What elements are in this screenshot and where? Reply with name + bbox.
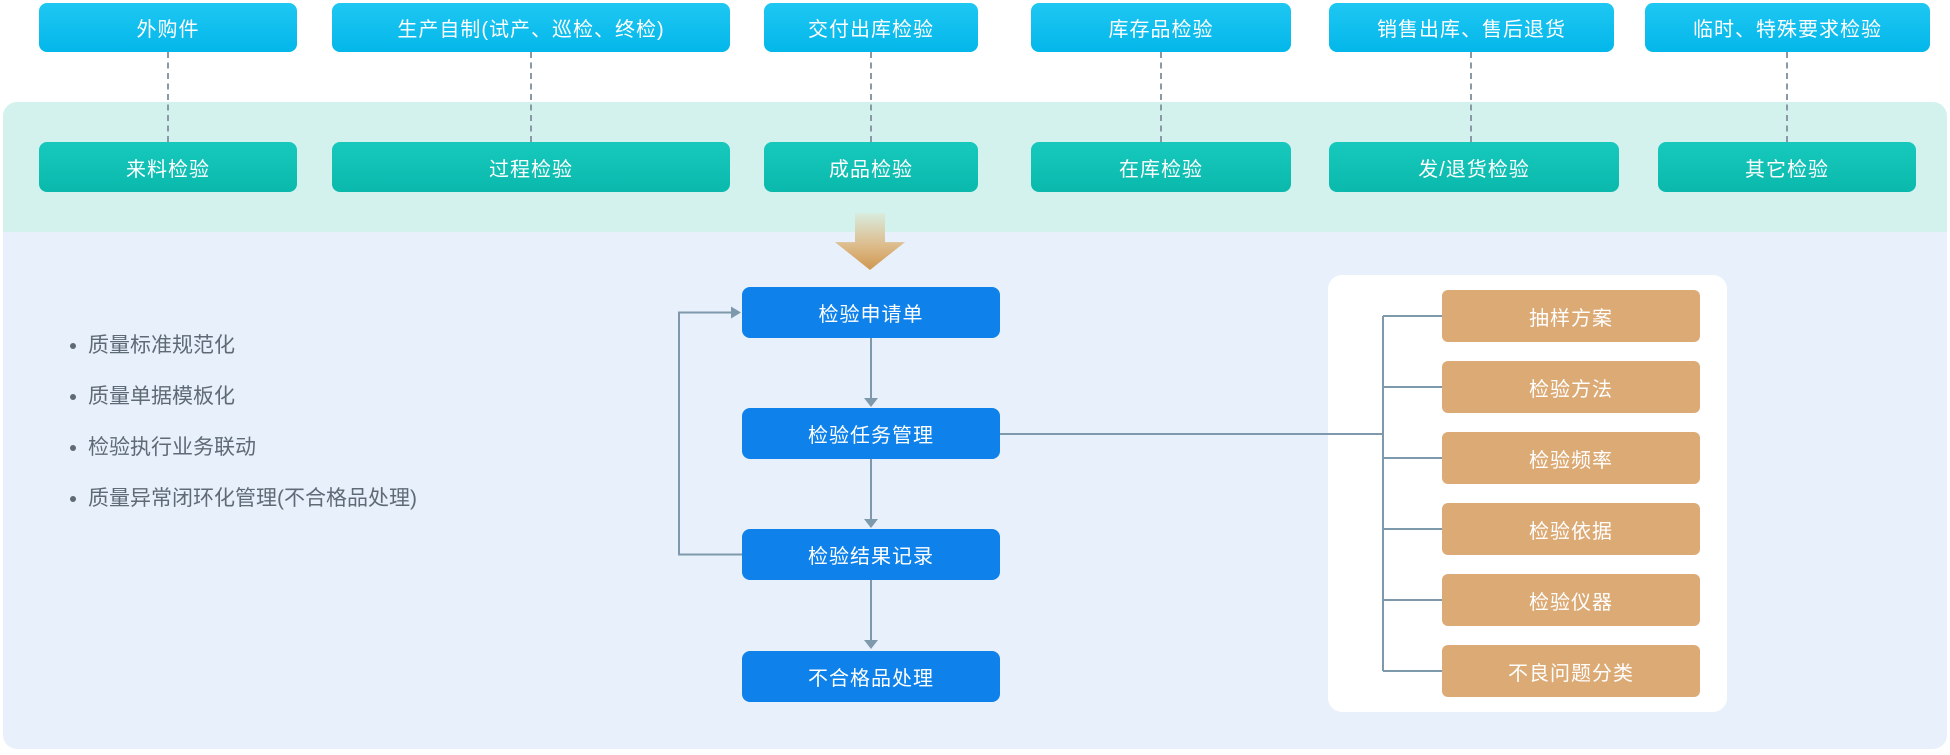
feature-list: 质量标准规范化 质量单据模板化 检验执行业务联动 质量异常闭环化管理(不合格品处… xyxy=(70,331,690,535)
dashed-connector xyxy=(870,52,872,142)
list-item: 质量异常闭环化管理(不合格品处理) xyxy=(70,484,690,513)
feature-text: 质量标准规范化 xyxy=(88,334,235,357)
dashed-connector xyxy=(1470,52,1472,142)
inspection-box-process: 过程检验 xyxy=(332,142,730,192)
source-box-inhouse: 生产自制(试产、巡检、终检) xyxy=(332,3,730,52)
feature-text: 质量单据模板化 xyxy=(88,385,235,408)
inspection-box-instock: 在库检验 xyxy=(1031,142,1291,192)
source-box-stock: 库存品检验 xyxy=(1031,3,1291,52)
inspection-box-finished: 成品检验 xyxy=(764,142,978,192)
source-box-purchased: 外购件 xyxy=(39,3,297,52)
inspection-box-incoming: 来料检验 xyxy=(39,142,297,192)
source-box-sales: 销售出库、售后退货 xyxy=(1329,3,1614,52)
source-box-delivery: 交付出库检验 xyxy=(764,3,978,52)
flow-box-inspection-request: 检验申请单 xyxy=(742,287,1000,338)
inspection-box-shipping: 发/退货检验 xyxy=(1329,142,1619,192)
source-box-special: 临时、特殊要求检验 xyxy=(1645,3,1930,52)
standard-box-basis: 检验依据 xyxy=(1442,503,1700,555)
flow-box-task-management: 检验任务管理 xyxy=(742,408,1000,459)
standard-box-method: 检验方法 xyxy=(1442,361,1700,413)
dashed-connector xyxy=(1786,52,1788,142)
standards-panel xyxy=(1328,275,1727,712)
standard-box-frequency: 检验频率 xyxy=(1442,432,1700,484)
bullet-icon xyxy=(70,444,76,451)
list-item: 质量单据模板化 xyxy=(70,382,690,411)
feature-text: 检验执行业务联动 xyxy=(88,436,256,459)
dashed-connector xyxy=(1160,52,1162,142)
flow-box-nonconforming: 不合格品处理 xyxy=(742,651,1000,702)
bullet-icon xyxy=(70,393,76,400)
standard-box-sampling-plan: 抽样方案 xyxy=(1442,290,1700,342)
feature-text: 质量异常闭环化管理(不合格品处理) xyxy=(88,487,417,510)
standard-box-instrument: 检验仪器 xyxy=(1442,574,1700,626)
dashed-connector xyxy=(167,52,169,142)
bullet-icon xyxy=(70,495,76,502)
flow-box-result-record: 检验结果记录 xyxy=(742,529,1000,580)
list-item: 检验执行业务联动 xyxy=(70,433,690,462)
standard-box-defect-category: 不良问题分类 xyxy=(1442,645,1700,697)
bullet-icon xyxy=(70,342,76,349)
inspection-box-other: 其它检验 xyxy=(1658,142,1916,192)
list-item: 质量标准规范化 xyxy=(70,331,690,360)
dashed-connector xyxy=(530,52,532,142)
